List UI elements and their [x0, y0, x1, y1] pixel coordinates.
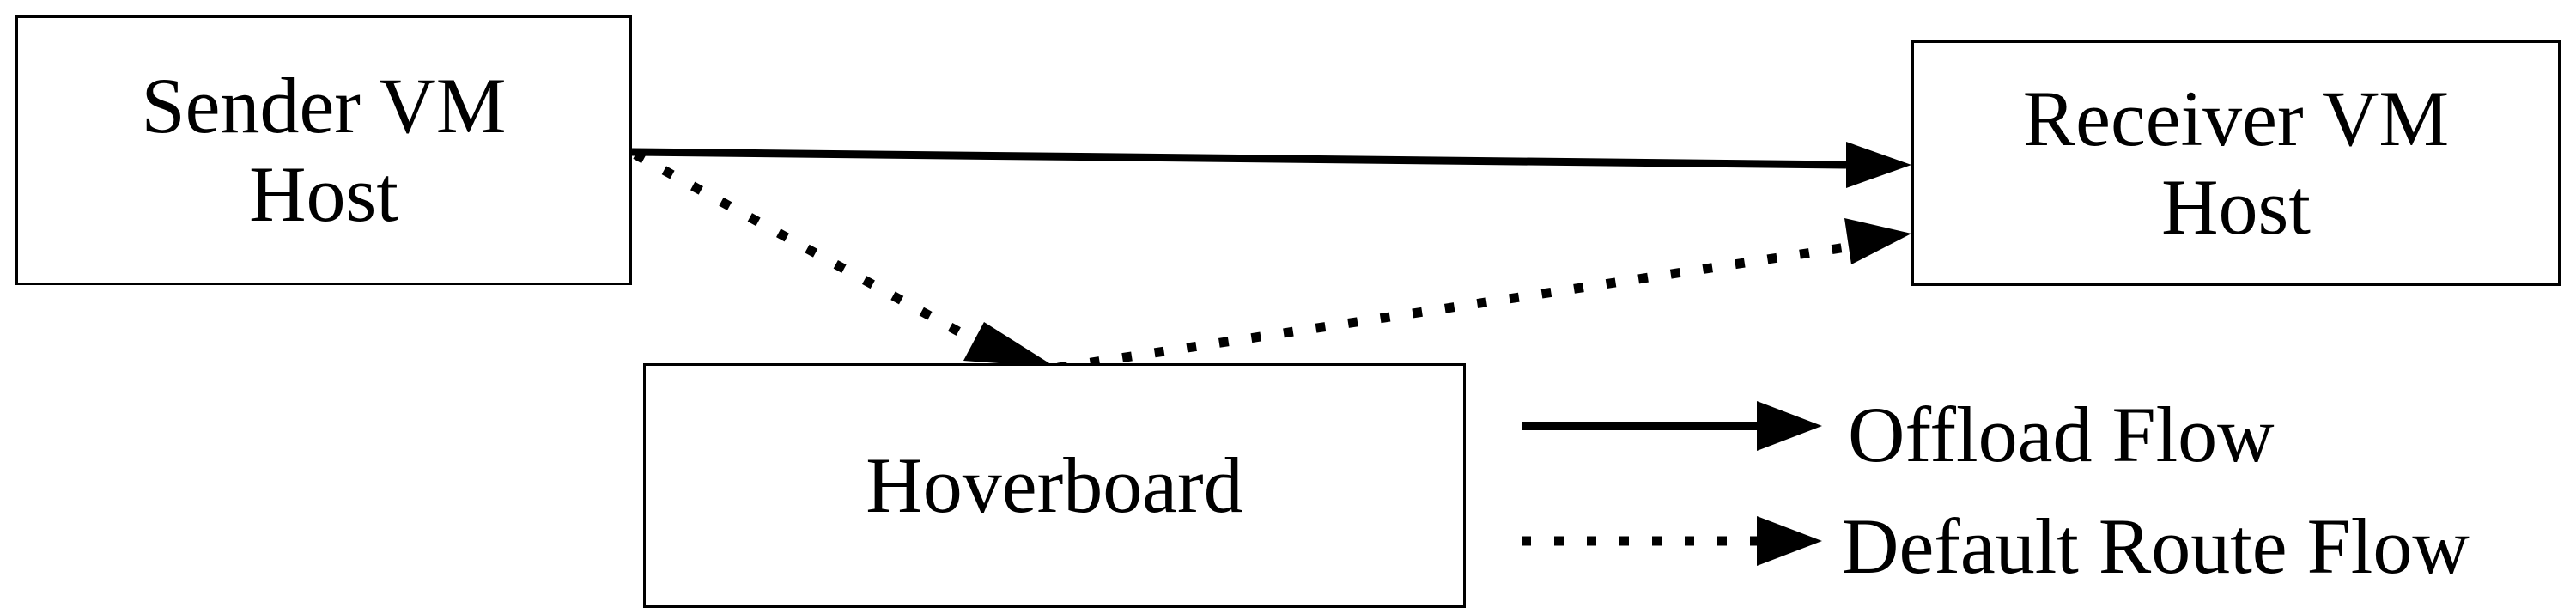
sender-vm-host-box: Sender VM Host — [15, 15, 632, 285]
legend-offload-label: Offload Flow — [1848, 391, 2275, 478]
receiver-label-line2: Host — [2161, 163, 2311, 251]
hoverboard-label: Hoverboard — [866, 441, 1243, 529]
hoverboard-box: Hoverboard — [643, 363, 1466, 608]
sender-label-line1: Sender VM — [141, 61, 507, 149]
offload-flow-arrowhead — [1846, 142, 1911, 188]
legend-offload-arrowhead — [1757, 401, 1822, 451]
offload-flow-arrow-line — [631, 148, 1847, 169]
sender-label-line2: Host — [249, 150, 398, 238]
legend-default-arrowhead — [1757, 516, 1822, 566]
receiver-label-line1: Receiver VM — [2022, 74, 2450, 162]
legend-default-label: Default Route Flow — [1842, 502, 2470, 590]
receiver-vm-host-box: Receiver VM Host — [1911, 40, 2561, 286]
default-route-receiver-arrowhead — [1844, 218, 1911, 264]
default-route-hoverboard-arrowhead — [963, 322, 1056, 368]
default-route-hoverboard-to-receiver-line — [1057, 242, 1847, 373]
default-route-sender-to-hoverboard-line — [633, 150, 999, 356]
